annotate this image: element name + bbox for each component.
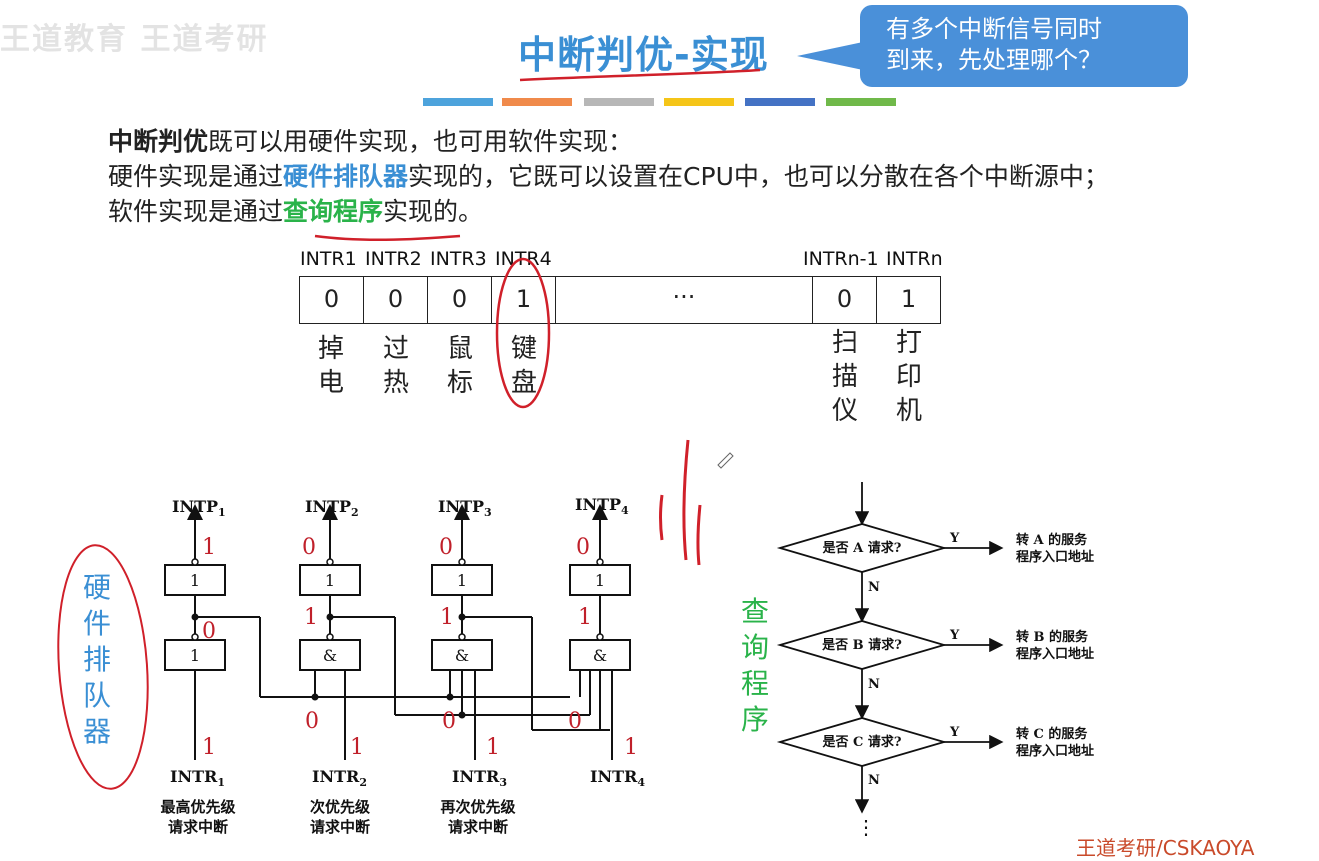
no-label-a: N	[868, 580, 880, 595]
intr-label-3: INTR3	[430, 248, 487, 270]
out-value-1: 1	[202, 535, 216, 560]
mid-value-1: 0	[202, 619, 216, 644]
intro-line-2-pre: 硬件实现是通过	[108, 162, 284, 191]
caption-1-line-1: 最高优先级	[160, 798, 236, 816]
device-power-off: 掉电	[317, 334, 344, 398]
callout-bubble: 有多个中断信号同时 到来，先处理哪个？	[860, 5, 1188, 87]
intp-label-4: INTP4	[575, 495, 629, 517]
yes-label-b: Y	[949, 628, 960, 643]
in-value-4: 1	[624, 735, 638, 760]
hardware-queue-label: 硬件排队器	[82, 571, 111, 748]
mid-value-4: 1	[578, 605, 592, 630]
intro-line-2: 硬件实现是通过硬件排队器实现的，它既可以设置在CPU中，也可以分散在各个中断源中…	[108, 160, 1109, 193]
intp-label-2: INTP2	[305, 497, 359, 519]
color-bar-2	[502, 98, 572, 106]
intro-bold-term: 中断判优	[108, 127, 209, 156]
intro-line-2-post: 实现的，它既可以设置在CPU中，也可以分散在各个中断源中；	[408, 162, 1109, 191]
intro-line-1-text: 既可以用硬件实现，也可用软件实现：	[208, 127, 634, 156]
target-b-line-2: 程序入口地址	[1016, 646, 1094, 662]
intr-label-n: INTRn	[886, 248, 943, 270]
register-cell: 0	[427, 276, 492, 324]
yes-label-a: Y	[949, 531, 960, 546]
gate-bottom-1: 1	[190, 646, 200, 665]
caption-2-line-2: 请求中断	[310, 818, 370, 836]
target-c-line-1: 转 C 的服务	[1016, 726, 1088, 742]
device-overheat: 过热	[382, 334, 409, 398]
gate-top-2: 1	[325, 571, 335, 590]
caption-3-line-2: 请求中断	[448, 818, 508, 836]
no-label-c: N	[868, 773, 880, 788]
intr-input-label-4: INTR4	[590, 767, 645, 789]
gate-bottom-2: &	[323, 646, 337, 665]
gate-bottom-4: &	[593, 646, 607, 665]
caption-1-line-2: 请求中断	[168, 818, 228, 836]
in-value-2: 1	[350, 735, 364, 760]
gate-top-4: 1	[595, 571, 605, 590]
no-label-b: N	[868, 677, 880, 692]
device-mouse: 鼠标	[446, 334, 473, 398]
intr-input-label-2: INTR2	[312, 767, 367, 789]
watermark: 王道教育 王道考研	[0, 22, 269, 57]
out-value-2: 0	[302, 535, 316, 560]
register-cell: 0	[299, 276, 364, 324]
query-program-term: 查询程序	[283, 197, 384, 226]
hardware-queue-diagram: INTP1 INTP2 INTP3 INTP4 INTR1 INTR2 INTR…	[160, 495, 645, 836]
device-keyboard: 键盘	[510, 334, 537, 398]
out-value-4: 0	[576, 535, 590, 560]
intp-label-1: INTP1	[172, 497, 226, 519]
gate-bottom-3: &	[455, 646, 469, 665]
target-a-line-1: 转 A 的服务	[1016, 532, 1088, 548]
intr-input-label-3: INTR3	[452, 767, 507, 789]
intro-line-3-pre: 软件实现是通过	[108, 197, 284, 226]
color-bar-6	[826, 98, 896, 106]
intr-label-n-1: INTRn-1	[803, 248, 879, 270]
in-value-1: 1	[202, 735, 216, 760]
color-bar-3	[584, 98, 654, 106]
color-bar-1	[423, 98, 493, 106]
callout-line-1: 有多个中断信号同时	[886, 15, 1102, 43]
chain-value-2: 0	[442, 709, 456, 734]
caption-3-line-1: 再次优先级	[440, 798, 516, 816]
target-c-line-2: 程序入口地址	[1016, 743, 1094, 759]
target-b-line-1: 转 B 的服务	[1016, 629, 1089, 645]
gate-top-1: 1	[190, 571, 200, 590]
decision-c: 是否 C 请求?	[821, 734, 901, 750]
mid-value-3: 1	[440, 605, 454, 630]
color-bar-5	[745, 98, 815, 106]
intr-label-2: INTR2	[365, 248, 422, 270]
mid-value-2: 1	[304, 605, 318, 630]
callout-line-2: 到来，先处理哪个？	[886, 46, 1102, 74]
register-cell: 1	[876, 276, 941, 324]
gate-top-3: 1	[457, 571, 467, 590]
intro-line-3: 软件实现是通过查询程序实现的。	[108, 195, 483, 228]
chain-value-1: 0	[305, 709, 319, 734]
page-title: 中断判优-实现	[518, 33, 769, 77]
footer-brand: 王道考研/CSKAOYA	[1076, 836, 1255, 860]
register-cell: 0	[363, 276, 428, 324]
callout-tail	[797, 42, 863, 70]
out-value-3: 0	[439, 535, 453, 560]
target-a-line-2: 程序入口地址	[1016, 549, 1094, 565]
query-program-label: 查询程序	[740, 595, 769, 736]
query-flowchart: 是否 A 请求? 是否 B 请求? 是否 C 请求? Y Y Y N N N 转…	[776, 482, 1094, 839]
color-bar-4	[664, 98, 734, 106]
hardware-queue-term: 硬件排队器	[283, 162, 409, 191]
intr-input-label-1: INTR1	[170, 767, 225, 789]
intp-label-3: INTP3	[438, 497, 492, 519]
device-printer: 打印机	[895, 328, 922, 426]
intro-line-3-post: 实现的。	[383, 197, 484, 226]
decision-a: 是否 A 请求?	[822, 540, 902, 556]
caption-2-line-1: 次优先级	[310, 798, 371, 816]
in-value-3: 1	[486, 735, 500, 760]
intro-line-1: 中断判优既可以用硬件实现，也可用软件实现：	[108, 125, 633, 158]
register-ellipsis-cell: ···	[555, 276, 813, 324]
device-scanner: 扫描仪	[831, 328, 858, 426]
yes-label-c: Y	[949, 725, 960, 740]
flow-continue: ⋮	[856, 815, 876, 839]
decision-b: 是否 B 请求?	[821, 637, 902, 653]
chain-value-3: 0	[568, 709, 582, 734]
intr-label-1: INTR1	[300, 248, 357, 270]
